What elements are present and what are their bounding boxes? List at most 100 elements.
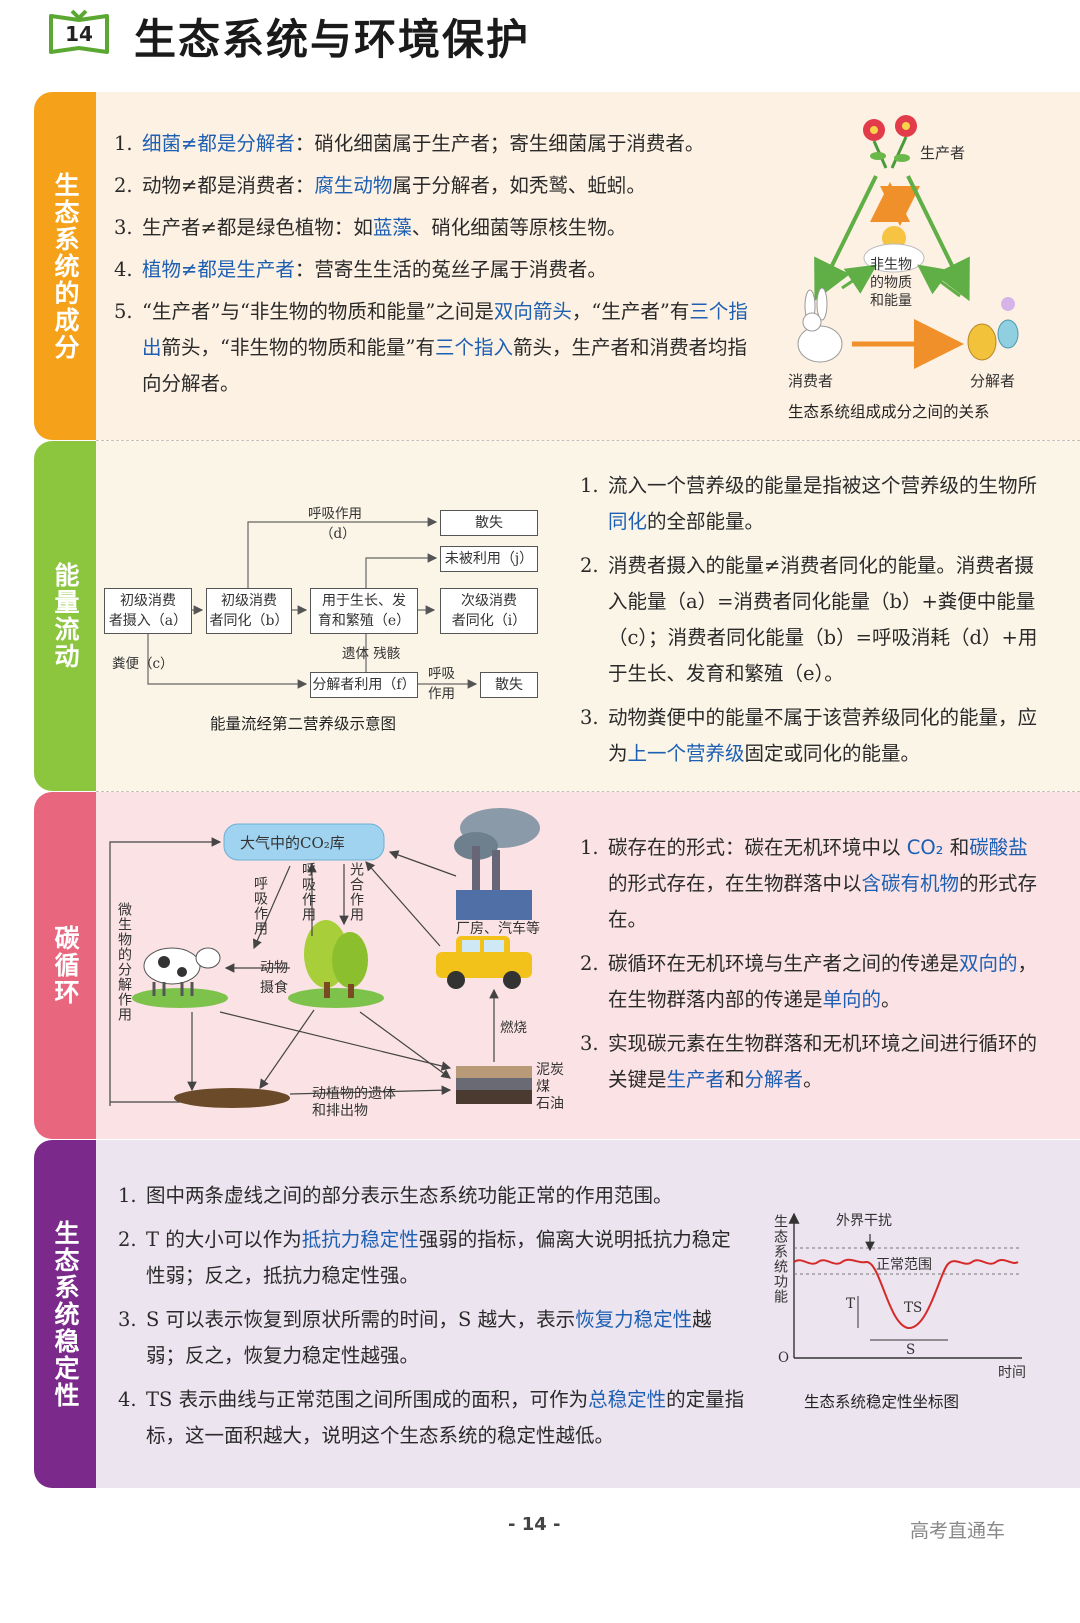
t-label: T: [846, 1296, 856, 1312]
section-tab: 生态系统稳定性: [34, 1140, 96, 1488]
note-text: TS 表示曲线与正常范围之间所围成的面积，可作为: [146, 1388, 589, 1411]
label-line: 煤: [536, 1079, 550, 1095]
box-line: 者同化（i）: [451, 613, 527, 629]
fossil-fuel-label: 泥炭 煤 石油: [536, 1062, 564, 1113]
highlight-text: 总稳定性: [588, 1388, 667, 1411]
box-line: 用于生长、发: [322, 593, 406, 609]
note-text: ，在生物群落内部的传递是: [608, 952, 1038, 1011]
function-axis-label: 生态系统功能: [772, 1214, 788, 1304]
note-number: 3.: [118, 1308, 137, 1331]
respiration-label-2: 呼吸 作用: [428, 664, 455, 704]
note-item: 3.动物粪便中的能量不属于该营养级同化的能量，应为上一个营养级固定或同化的能量。: [580, 700, 1044, 772]
abiotic-label: 非生物 的物质 和能量: [870, 256, 912, 310]
abiotic-label-line: 和能量: [870, 293, 912, 309]
label-line: 石油: [536, 1096, 564, 1112]
factory-label: 厂房、汽车等: [456, 921, 540, 937]
label-line: 泥炭: [536, 1062, 564, 1078]
s-label: S: [906, 1342, 916, 1358]
consumer-label: 消费者: [788, 372, 834, 390]
note-number: 2.: [580, 554, 599, 577]
primary-assimilation-box: 初级消费 者同化（b）: [206, 588, 292, 634]
sun-cloud-icon: [863, 226, 925, 273]
book-icon: [49, 9, 109, 54]
remains-label: 动植物的遗体 和排出物: [312, 1086, 396, 1120]
time-axis-label: 时间: [998, 1365, 1026, 1381]
stability-notes: 1.图中两条虚线之间的部分表示生态系统功能正常的作用范围。 2.T 的大小可以作为…: [118, 1178, 750, 1462]
producer-label: 生产者: [920, 144, 966, 162]
rabbit-icon: [797, 287, 843, 363]
tree-icon: [288, 920, 384, 1008]
note-number: 4.: [118, 1388, 137, 1411]
unused-box: 未被利用（j）: [440, 546, 538, 572]
highlight-text: 三个指入: [434, 336, 513, 359]
energy-flow-caption: 能量流经第二营养级示意图: [210, 715, 397, 733]
note-number: 1.: [114, 132, 133, 155]
note-number: 1.: [580, 474, 599, 497]
box-line: 初级消费: [221, 593, 277, 609]
note-text: 动物≠都是消费者：: [142, 174, 315, 197]
note-item: 1.图中两条虚线之间的部分表示生态系统功能正常的作用范围。: [118, 1178, 750, 1214]
note-number: 2.: [118, 1228, 137, 1251]
note-text: 动物粪便中的能量不属于该营养级同化的能量，应为: [608, 706, 1038, 765]
note-text: 强弱的指标，偏离大说明抵抗力稳定性弱；反之，抵抗力稳定性强。: [146, 1228, 731, 1287]
label-line: 和排出物: [312, 1103, 368, 1119]
note-text: 。: [881, 988, 901, 1011]
note-text: 消费者摄入的能量≠消费者同化的能量。消费者摄入能量（a）=消费者同化能量（b）+…: [608, 554, 1038, 685]
components-figure: 生产者 非生物 的物质 和能量 消费者 分解者 生态系统组成成分之间的关系: [782, 108, 1040, 434]
stability-chart: 生态系统功能 外界干扰 正常范围 T TS S O 时间 生态系统稳定性坐标图: [770, 1204, 1040, 1424]
section-stability: 生态系统稳定性: [34, 1140, 1080, 1488]
page-number: - 14 -: [508, 1514, 561, 1535]
lost-box: 散失: [440, 510, 538, 536]
note-text: 碳循环在无机环境与生产者之间的传递是: [608, 952, 960, 975]
note-text: 属于分解者，如秃鹫、蚯蚓。: [392, 174, 646, 197]
note-text: 的形式存在，在生物群落中以: [608, 872, 862, 895]
section-divider: [96, 791, 1080, 792]
growth-box: 用于生长、发 育和繁殖（e）: [310, 588, 418, 634]
note-item: 5.“生产者”与“非生物的物质和能量”之间是双向箭头，“生产者”有三个指出箭头，…: [114, 294, 754, 402]
components-arrows: [797, 115, 1019, 369]
note-item: 2.T 的大小可以作为抵抗力稳定性强弱的指标，偏离大说明抵抗力稳定性弱；反之，抵…: [118, 1222, 750, 1294]
note-text: 流入一个营养级的能量是指被这个营养级的生物所: [608, 474, 1038, 497]
note-text: 碳存在的形式：碳在无机环境中以: [608, 836, 907, 859]
note-number: 4.: [114, 258, 133, 281]
note-item: 3.生产者≠都是绿色植物：如蓝藻、硝化细菌等原核生物。: [114, 210, 754, 246]
atmosphere-cloud: [223, 823, 385, 861]
note-item: 2. 消费者摄入的能量≠消费者同化的能量。消费者摄入能量（a）=消费者同化能量（b…: [580, 548, 1044, 692]
combustion-label: 燃烧: [500, 1020, 527, 1036]
highlight-text: 恢复力稳定性: [575, 1308, 693, 1331]
note-item: 4.植物≠都是生产者：营寄生生活的菟丝子属于消费者。: [114, 252, 754, 288]
abiotic-label-line: 非生物: [870, 257, 912, 273]
highlight-text: 单向的: [822, 988, 882, 1011]
box-line: 初级消费: [120, 593, 176, 609]
disturbance-label: 外界干扰: [836, 1213, 892, 1229]
respiration-code: （d）: [320, 526, 356, 542]
secondary-assimilation-box: 次级消费 者同化（i）: [440, 588, 538, 634]
label-line: 作用: [428, 686, 455, 702]
consumer-respiration-label: 呼吸作用: [252, 876, 268, 936]
box-line: 次级消费: [461, 593, 517, 609]
carbon-cycle-graphics: [109, 808, 540, 1108]
note-number: 1.: [580, 836, 599, 859]
note-text: 、硝化细菌等原核生物。: [411, 216, 627, 239]
highlight-text: 同化: [608, 510, 648, 533]
note-text: 固定或同化的能量。: [744, 742, 921, 765]
normal-range-label: 正常范围: [876, 1257, 932, 1273]
note-text: ，“生产者”有: [571, 300, 690, 323]
fossil-fuel-layers: [456, 1066, 532, 1104]
highlight-text: 碳酸盐: [969, 836, 1028, 859]
note-item: 1.流入一个营养级的能量是指被这个营养级的生物所同化的全部能量。: [580, 468, 1044, 540]
note-item: 1.碳存在的形式：碳在无机环境中以 CO₂ 和碳酸盐的形式存在，在生物群落中以含…: [580, 830, 1044, 938]
section-panel: [96, 1140, 1080, 1488]
producer-respiration-label: 呼吸作用: [300, 862, 316, 922]
highlight-text: 双向箭头: [493, 300, 572, 323]
remains-label: 遗体 残骸: [342, 646, 401, 662]
respiration-label: 呼吸作用: [308, 506, 362, 522]
note-text: 图中两条虚线之间的部分表示生态系统功能正常的作用范围。: [146, 1184, 673, 1207]
primary-intake-box: 初级消费 者摄入（a）: [104, 588, 192, 634]
soil-icon: [174, 1088, 290, 1108]
label-line: 摄食: [260, 980, 288, 996]
note-item: 2.碳循环在无机环境与生产者之间的传递是双向的，在生物群落内部的传递是单向的。: [580, 946, 1044, 1018]
note-text: 和: [725, 1068, 745, 1091]
highlight-text: 上一个营养级: [627, 742, 745, 765]
components-notes: 1.细菌≠都是分解者：硝化细菌属于生产者；寄生细菌属于消费者。2.动物≠都是消费…: [114, 126, 754, 408]
